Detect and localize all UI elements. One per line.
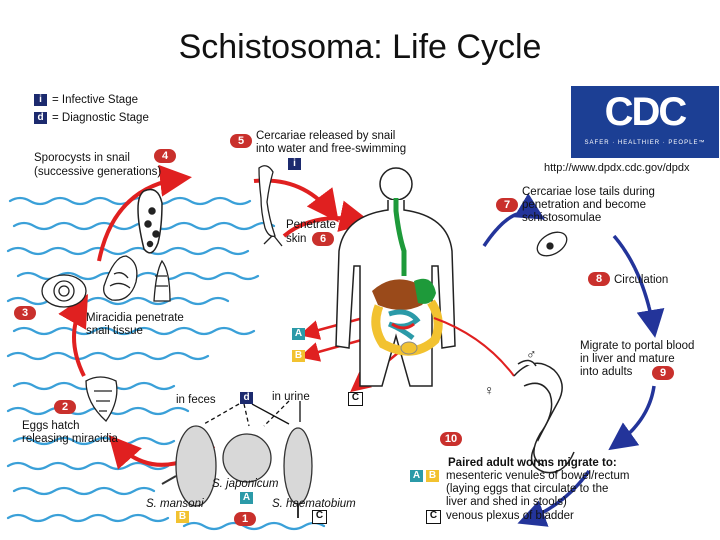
step-4-label-line2: (successive generations) (34, 166, 162, 178)
adult-worm-illustration (513, 359, 575, 474)
organ-marker-A: A (292, 328, 305, 340)
cercaria-illustration (258, 165, 283, 247)
diagnostic-marker: d (240, 392, 253, 404)
male-symbol: ♂ (526, 346, 537, 362)
organ-marker-C: C (348, 392, 363, 406)
step-4-badge: 4 (154, 149, 176, 163)
step-6-label-line1: Penetrate (286, 219, 336, 231)
in-urine-label: in urine (272, 391, 310, 403)
female-symbol: ♀ (484, 382, 495, 398)
step-9-badge: 9 (652, 366, 674, 380)
step-7-label-line1: Cercariae lose tails during (522, 186, 655, 198)
step-3-badge: 3 (14, 306, 36, 320)
cdc-tagline: SAFER · HEALTHIER · PEOPLE™ (584, 140, 706, 146)
step-9-label-line1: Migrate to portal blood (580, 340, 695, 352)
vein-line (433, 317, 515, 377)
step-5-infective-marker: i (288, 158, 301, 170)
step-7-badge: 7 (496, 198, 518, 212)
step-7-label-line2: penetration and become (522, 199, 647, 211)
cdc-url: http://www.dpdx.cdc.gov/dpdx (544, 162, 690, 174)
haematobium-marker-C: C (312, 510, 327, 524)
step-5-label-line1: Cercariae released by snail (256, 130, 396, 142)
step-2-label-line2: releasing miracidia (22, 433, 118, 445)
cdc-logo: CDC SAFER · HEALTHIER · PEOPLE™ (571, 86, 719, 158)
step-5-badge: 5 (230, 134, 252, 148)
in-feces-label: in feces (176, 394, 216, 406)
step-10-marker-B: B (426, 470, 439, 482)
step-9-label-line2: in liver and mature (580, 353, 675, 365)
infective-stage-label: = Infective Stage (52, 94, 138, 106)
japonicum-marker-A: A (240, 492, 253, 504)
life-cycle-diagram: i = Infective Stage d = Diagnostic Stage… (4, 86, 720, 540)
schistosomulum-illustration (536, 231, 568, 257)
step-1-badge: 1 (234, 512, 256, 526)
step-10-badge: 10 (440, 432, 462, 446)
step-2-badge: 2 (54, 400, 76, 414)
egg-illustrations (161, 425, 313, 518)
step-10-label-line3: (laying eggs that circulate to the (446, 483, 609, 495)
blue-cycle-arrows (482, 193, 665, 527)
step-8-badge: 8 (588, 272, 610, 286)
step-6-label-line2: skin (286, 233, 307, 245)
step-3-label-line2: snail tissue (86, 325, 143, 337)
step-8-label: Circulation (614, 274, 669, 286)
cdc-logo-text: CDC (604, 90, 688, 134)
step-6-badge: 6 (312, 232, 334, 246)
step-4-label-line1: Sporocysts in snail (34, 152, 130, 164)
diagnostic-stage-label: = Diagnostic Stage (52, 112, 149, 124)
step-9-label-line3: into adults (580, 366, 633, 378)
sporocyst-illustration (137, 188, 163, 254)
red-cycle-arrows (58, 164, 372, 470)
miracidium-illustration (85, 376, 118, 422)
slide-title: Schistosoma: Life Cycle (178, 28, 542, 66)
mansoni-marker-B: B (176, 511, 189, 523)
step-10-marker-A: A (410, 470, 423, 482)
organ-marker-B: B (292, 350, 305, 362)
step-10-label-line2: mesenteric venules of bowel/rectum (446, 470, 630, 482)
step-5-label-line2: into water and free-swimming (256, 143, 407, 155)
diagnostic-stage-marker: d (34, 112, 47, 124)
step-10-label-line1: Paired adult worms migrate to: (448, 457, 617, 469)
step-10-label-line5: venous plexus of bladder (446, 510, 574, 522)
snail-illustrations (41, 255, 171, 308)
s-japonicum-label: S. japonicum (212, 478, 279, 490)
step-3-label-line1: Miracidia penetrate (86, 312, 184, 324)
infective-stage-marker: i (34, 94, 47, 106)
s-haematobium-label: S. haematobium (272, 498, 356, 510)
step-7-label-line3: schistosomulae (522, 212, 602, 224)
step-2-label-line1: Eggs hatch (22, 420, 80, 432)
water-waves (6, 196, 326, 531)
egg-connector-lines (203, 400, 301, 427)
step-10-label-line4: liver and shed in stools) (446, 496, 567, 508)
step-10-marker-C: C (426, 510, 441, 524)
s-mansoni-label: S. mansoni (146, 498, 204, 510)
diagram-graphics (6, 164, 665, 531)
